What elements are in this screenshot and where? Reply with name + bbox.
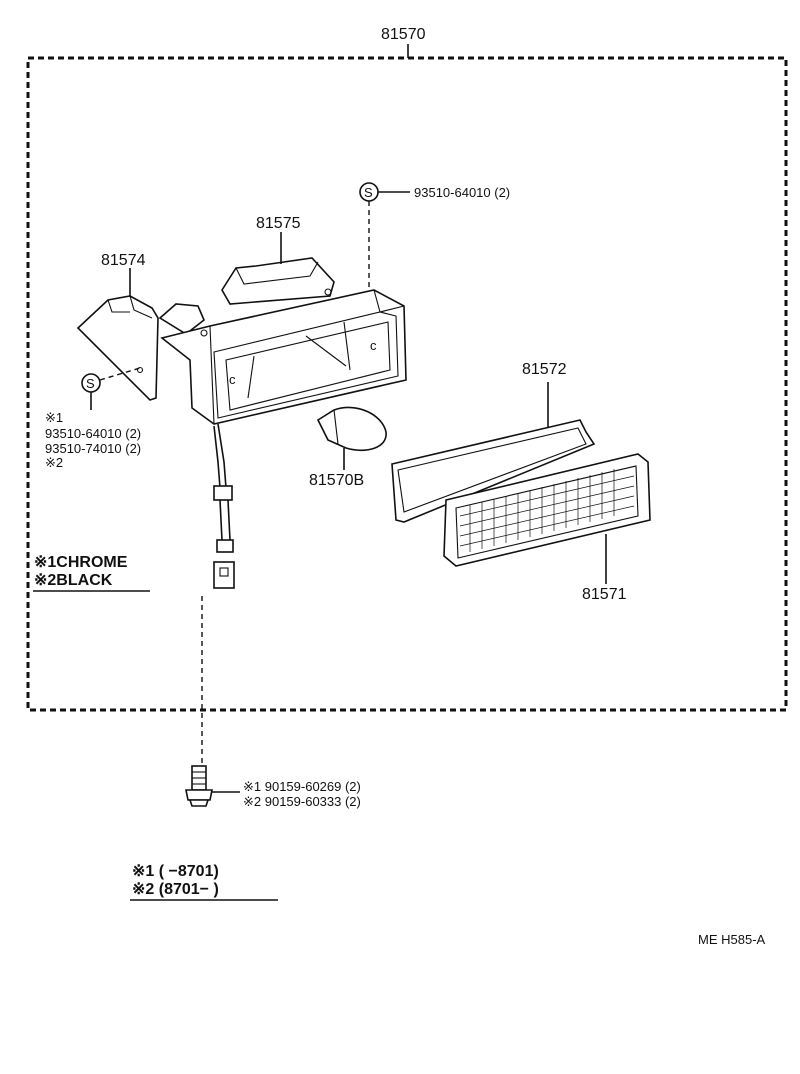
- gasket-81572: [391, 419, 596, 523]
- bracket-part-label: 81574: [101, 252, 146, 269]
- screw-left-part2: 93510-74010 (2): [45, 441, 141, 456]
- bolt-part-line2: ※2 90159-60333 (2): [243, 794, 361, 809]
- housing-part-label: 81575: [256, 215, 301, 232]
- assembly-number-label: 81570: [381, 26, 426, 43]
- svg-text:S: S: [86, 376, 95, 391]
- lens-81571: [443, 453, 651, 567]
- date-legend-line2: ※2 (8701− ): [132, 881, 219, 898]
- screw-top-icon: S: [359, 182, 379, 202]
- finish-legend-chrome: ※1CHROME: [34, 554, 128, 571]
- screw-left-mark1: ※1: [45, 410, 63, 425]
- assembly-frame: [26, 56, 788, 712]
- lamp-housing-81575: c c: [158, 257, 407, 589]
- bulb-part-label: 81570B: [309, 472, 364, 489]
- svg-text:S: S: [364, 185, 373, 200]
- flange-bolt-icon: [185, 765, 213, 807]
- screw-top-part-label: 93510-64010 (2): [414, 185, 510, 200]
- gasket-part-label: 81572: [522, 361, 567, 378]
- diagram-code: ME H585-A: [698, 932, 766, 947]
- svg-text:c: c: [229, 372, 236, 387]
- screw-left-icon: S: [81, 373, 101, 393]
- bolt-part-line1: ※1 90159-60269 (2): [243, 779, 361, 794]
- finish-legend-black: ※2BLACK: [34, 572, 113, 589]
- bracket-81574: [76, 268, 159, 401]
- svg-text:c: c: [370, 338, 377, 353]
- screw-left-part1: 93510-64010 (2): [45, 426, 141, 441]
- bulb-81570B: [316, 406, 387, 452]
- screw-left-leader: [99, 367, 141, 381]
- screw-left-mark2: ※2: [45, 455, 63, 470]
- lens-part-label: 81571: [582, 586, 627, 603]
- date-legend-line1: ※1 ( −8701): [132, 863, 219, 880]
